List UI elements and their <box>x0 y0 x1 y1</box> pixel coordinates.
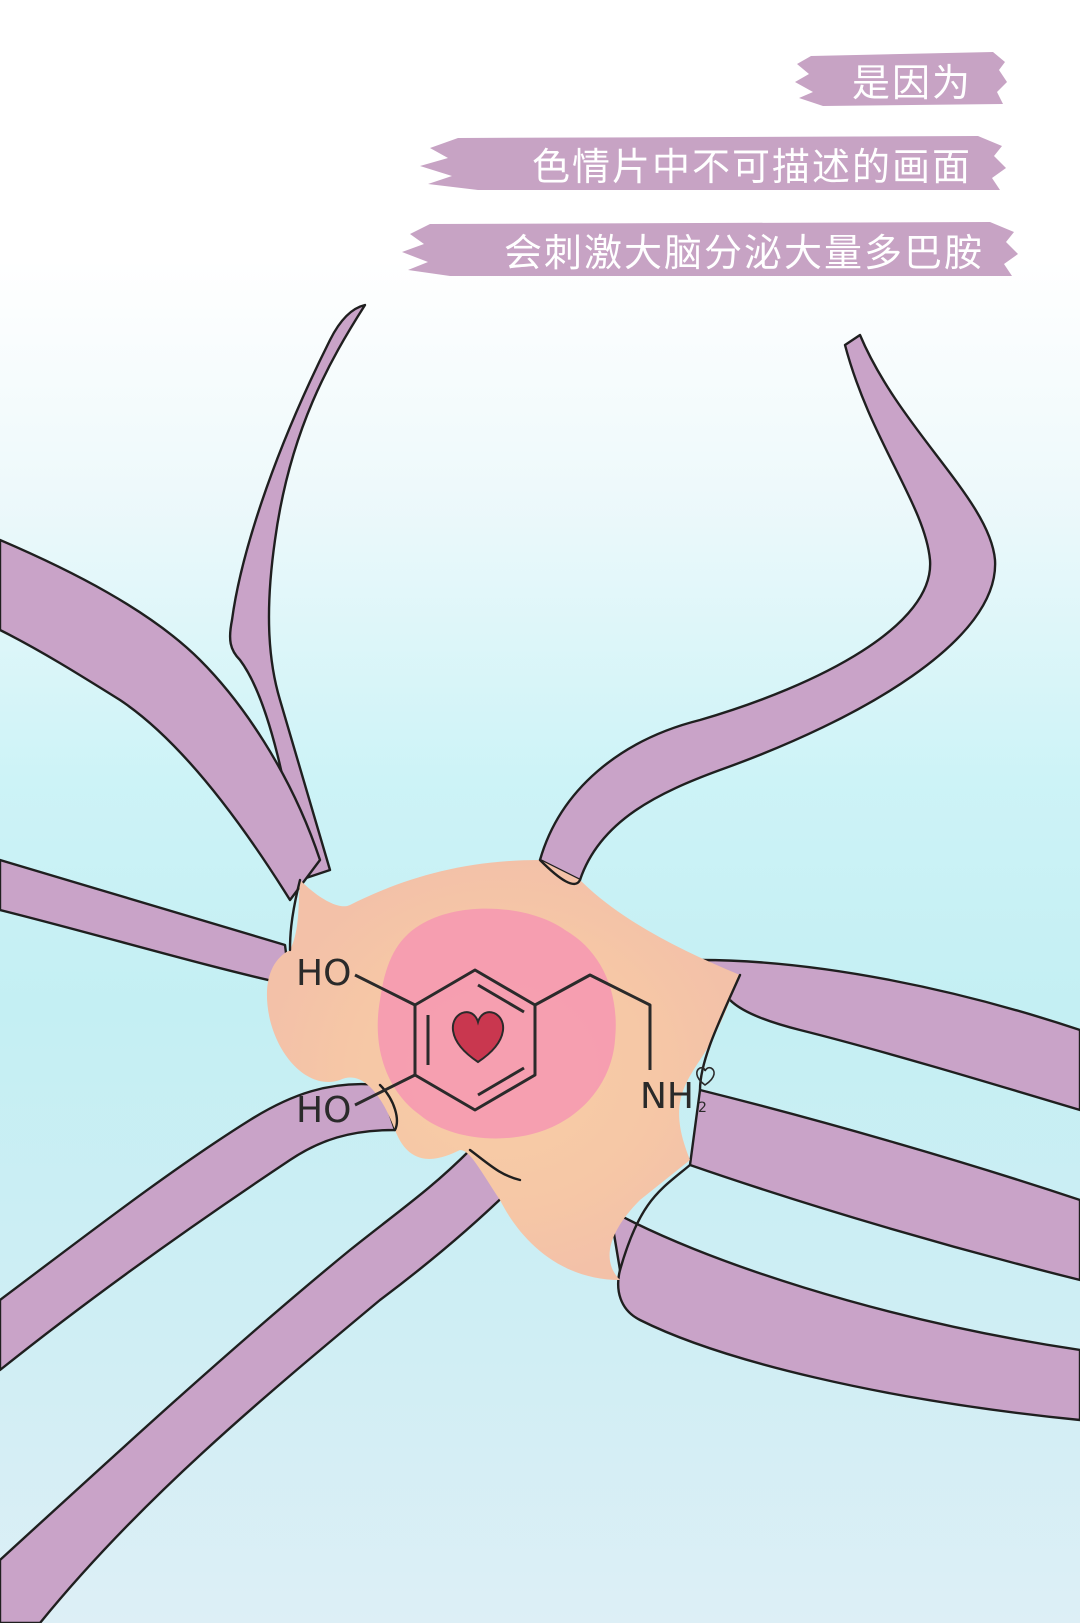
caption-text: 是因为 <box>851 60 972 105</box>
label-ho-top: HO <box>296 953 351 994</box>
label-nh2: NH <box>640 1076 694 1117</box>
dendrite-right-lower <box>608 1208 1080 1422</box>
caption-text: 会刺激大脑分泌大量多巴胺 <box>503 230 984 275</box>
caption-line-1: 是因为 <box>793 48 1008 110</box>
neuron <box>0 303 1080 1623</box>
dendrite-right-middle <box>688 1088 1080 1282</box>
brush-stroke <box>418 132 1008 194</box>
caption-line-2: 色情片中不可描述的画面 <box>418 132 1008 194</box>
label-nh2-subscript: 2 <box>698 1100 707 1116</box>
caption-text: 色情片中不可描述的画面 <box>531 144 972 189</box>
caption-line-3: 会刺激大脑分泌大量多巴胺 <box>400 218 1020 280</box>
ethyl-chain <box>534 973 652 1070</box>
dendrite-right-upper <box>698 958 1080 1112</box>
heart-outline-icon <box>696 1066 715 1086</box>
brush-stroke <box>793 48 1008 110</box>
dendrite-left-upper <box>0 538 322 902</box>
brush-stroke <box>400 218 1020 280</box>
dendrite-top-right <box>538 333 997 882</box>
dopamine-molecule <box>354 968 652 1112</box>
heart-icon <box>451 1011 505 1064</box>
dendrite-left-middle <box>0 858 292 987</box>
label-ho-bottom: HO <box>296 1090 351 1131</box>
dendrite-bottom-left <box>0 1148 522 1623</box>
dendrite-top-left <box>228 303 367 882</box>
